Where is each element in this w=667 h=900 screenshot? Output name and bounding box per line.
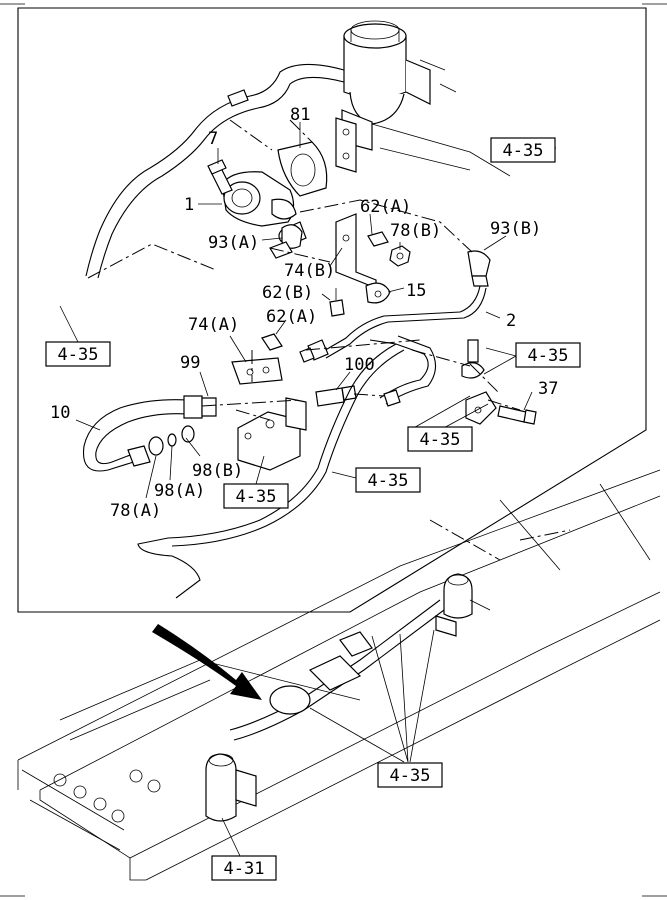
tank-bracket	[335, 117, 357, 173]
label-2: 2	[506, 311, 516, 331]
label-98b: 98(B)	[192, 461, 243, 481]
label-15: 15	[406, 281, 426, 301]
overview-leaders	[221, 629, 435, 857]
nut-78b	[389, 245, 411, 267]
label-78a: 78(A)	[110, 501, 161, 521]
hose-10	[82, 395, 217, 472]
bracket-74b	[335, 213, 391, 304]
lower-pipe	[137, 335, 437, 599]
svg-text:4-35: 4-35	[528, 346, 569, 366]
bolt-62b	[329, 288, 345, 317]
ref-box-4: 4-35	[407, 426, 473, 452]
label-74a: 74(A)	[188, 315, 239, 335]
label-99: 99	[180, 353, 200, 373]
center-lines	[87, 119, 521, 421]
upper-hose	[85, 63, 345, 279]
svg-text:4-31: 4-31	[224, 859, 265, 879]
label-10: 10	[50, 403, 70, 423]
bolt-7	[207, 159, 233, 195]
ref-box-1: 4-35	[490, 137, 556, 163]
label-62b: 62(B)	[262, 283, 313, 303]
ref-box-7: 4-35	[377, 762, 443, 788]
part-labels: 7 81 1 62(A) 78(B) 93(B) 93(A) 74(B) 62(…	[50, 105, 558, 521]
svg-text:4-35: 4-35	[503, 141, 544, 161]
svg-text:4-35: 4-35	[390, 766, 431, 786]
label-37: 37	[538, 379, 558, 399]
bracket-74a	[231, 333, 283, 385]
fitting-93b	[467, 250, 491, 287]
ref-box-3: 4-35	[515, 342, 581, 368]
fitting-93a	[269, 224, 303, 259]
label-98a: 98(A)	[154, 481, 205, 501]
pipe-2	[321, 285, 487, 359]
lower-bracket	[237, 397, 307, 471]
ref-box-2: 4-35	[45, 341, 111, 367]
label-100: 100	[344, 355, 375, 375]
chassis-overview	[17, 469, 661, 881]
ref-box-6: 4-35	[223, 483, 289, 509]
label-93b: 93(B)	[490, 219, 541, 239]
label-93a: 93(A)	[208, 233, 259, 253]
label-62a-top: 62(A)	[360, 197, 411, 217]
detail-arrow	[152, 624, 262, 700]
label-74b: 74(B)	[284, 261, 335, 281]
svg-text:4-35: 4-35	[368, 471, 409, 491]
svg-text:4-35: 4-35	[420, 430, 461, 450]
bolt-62a-top	[367, 231, 389, 247]
label-7: 7	[208, 129, 218, 149]
reference-boxes: 4-35 4-35 4-35 4-35 4-35 4-35 4-35 4-31	[45, 137, 581, 881]
label-1: 1	[184, 195, 194, 215]
page-corner-marks	[0, 3, 667, 897]
label-81: 81	[290, 105, 310, 125]
detail-frame	[17, 7, 647, 613]
svg-text:4-35: 4-35	[58, 345, 99, 365]
pump-housing	[221, 141, 328, 245]
label-78b: 78(B)	[390, 221, 441, 241]
ref-box-8: 4-31	[211, 855, 277, 881]
label-62a-mid: 62(A)	[266, 307, 317, 327]
pipe-fitting	[299, 339, 329, 363]
svg-text:4-35: 4-35	[236, 487, 277, 507]
reservoir-tank	[341, 20, 511, 177]
ref-box-5: 4-35	[355, 467, 421, 493]
